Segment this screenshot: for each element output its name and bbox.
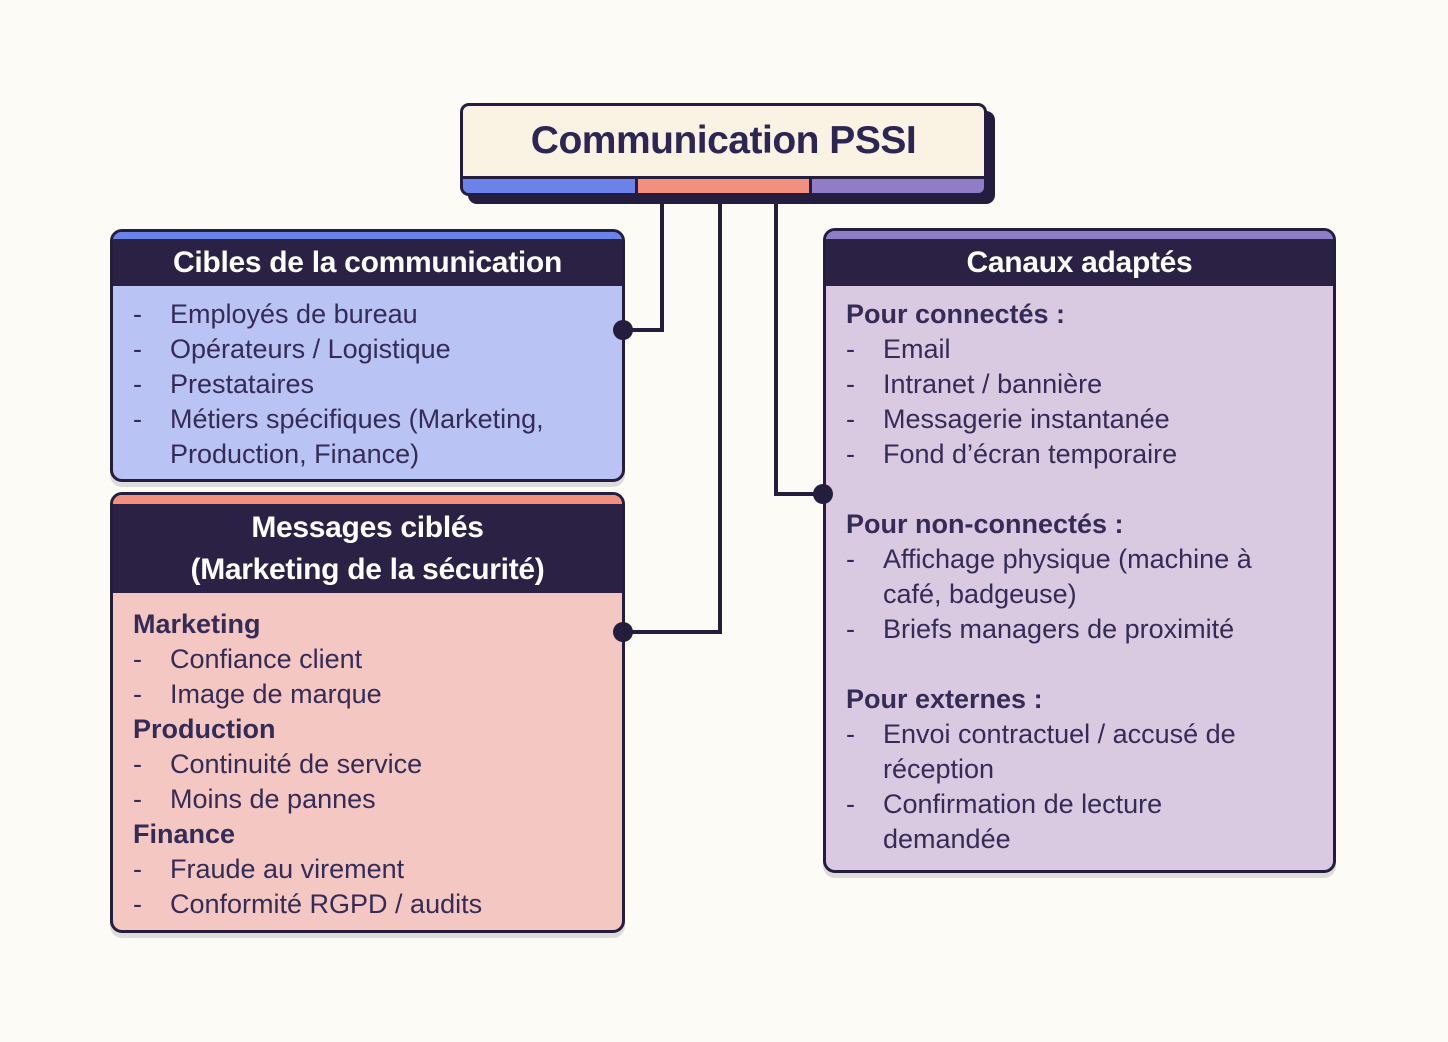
card-messages: Messages ciblés (Marketing de la sécurit…: [110, 492, 625, 933]
dash-bullet: -: [133, 854, 142, 884]
list-subheading: Finance: [133, 819, 236, 849]
connector-line-cibles-vertical: [660, 196, 664, 332]
dash-bullet: -: [133, 644, 142, 674]
card-canaux-body: Pour connectés :-Email-Intranet / banniè…: [826, 286, 1333, 870]
connector-line-cibles-horizontal: [622, 328, 664, 332]
strip-segment-blue: [463, 179, 635, 193]
diagram-title: Communication PSSI: [530, 119, 917, 162]
list-item: -Intranet / bannière: [846, 367, 1317, 402]
strip-segment-salmon: [637, 179, 810, 193]
list-item-text: Intranet / bannière: [883, 369, 1103, 399]
list-item: -Continuité de service: [133, 747, 606, 782]
list-item-text: Continuité de service: [170, 749, 423, 779]
list-item: -Envoi contractuel / accusé de réception: [846, 717, 1317, 787]
dash-bullet: -: [133, 334, 142, 364]
list-item-text: Email: [883, 334, 951, 364]
connector-line-canaux-vertical: [774, 196, 778, 496]
list-item-text: Messagerie instantanée: [883, 404, 1170, 434]
dash-bullet: -: [846, 614, 855, 644]
list-item: -Conformité RGPD / audits: [133, 887, 606, 922]
dash-bullet: -: [846, 789, 855, 819]
list-subheading: Production: [133, 714, 276, 744]
list-item-text: Fraude au virement: [170, 854, 405, 884]
dash-bullet: -: [133, 889, 142, 919]
list-subheading: Pour externes :: [846, 684, 1043, 714]
card-canaux-accent-strip: [826, 231, 1333, 239]
list-item-text: Confiance client: [170, 644, 363, 674]
list-item: -Fond d’écran temporaire: [846, 437, 1317, 472]
dash-bullet: -: [846, 369, 855, 399]
list-item: -Image de marque: [133, 677, 606, 712]
list-item: -Briefs managers de proximité: [846, 612, 1317, 647]
card-cibles-body: -Employés de bureau-Opérateurs / Logisti…: [113, 286, 622, 479]
dash-bullet: -: [133, 749, 142, 779]
list-subheading: Pour connectés :: [846, 299, 1066, 329]
list-item: -Email: [846, 332, 1317, 367]
card-canaux-header: Canaux adaptés: [826, 239, 1333, 286]
title-node: Communication PSSI: [460, 103, 987, 196]
connector-line-messages-vertical: [718, 196, 722, 634]
list-item-text: Conformité RGPD / audits: [170, 889, 483, 919]
list-item: -Employés de bureau: [133, 297, 606, 332]
card-messages-header: Messages ciblés (Marketing de la sécurit…: [113, 504, 622, 593]
list-item-text: Prestataires: [170, 369, 315, 399]
dash-bullet: -: [846, 544, 855, 574]
list-item-text: Affichage physique (machine à café, badg…: [883, 544, 1252, 609]
card-cibles: Cibles de la communication -Employés de …: [110, 229, 625, 482]
list-item-text: Métiers spécifiques (Marketing, Producti…: [170, 404, 544, 469]
dash-bullet: -: [133, 404, 142, 434]
card-messages-accent-strip: [113, 495, 622, 504]
list-item: -Messagerie instantanée: [846, 402, 1317, 437]
dash-bullet: -: [133, 679, 142, 709]
dash-bullet: -: [846, 439, 855, 469]
card-canaux: Canaux adaptés Pour connectés :-Email-In…: [823, 228, 1336, 873]
list-subheading: Pour non-connectés :: [846, 509, 1124, 539]
list-item-text: Image de marque: [170, 679, 382, 709]
list-item-text: Confirmation de lecture demandée: [883, 789, 1163, 854]
connector-dot-messages: [613, 622, 633, 642]
connector-line-messages-horizontal: [622, 630, 722, 634]
dash-bullet: -: [846, 404, 855, 434]
dash-bullet: -: [846, 334, 855, 364]
list-subheading: Marketing: [133, 609, 261, 639]
connector-dot-cibles: [613, 320, 633, 340]
card-cibles-accent-strip: [113, 232, 622, 239]
dash-bullet: -: [846, 719, 855, 749]
list-item: -Affichage physique (machine à café, bad…: [846, 542, 1317, 612]
list-item-text: Moins de pannes: [170, 784, 376, 814]
list-item-text: Employés de bureau: [170, 299, 418, 329]
card-cibles-header: Cibles de la communication: [113, 239, 622, 286]
card-messages-body: Marketing-Confiance client-Image de marq…: [113, 593, 622, 930]
list-item-text: Opérateurs / Logistique: [170, 334, 451, 364]
list-item: -Confiance client: [133, 642, 606, 677]
dash-bullet: -: [133, 369, 142, 399]
list-item: -Métiers spécifiques (Marketing, Product…: [133, 402, 606, 472]
list-item: -Fraude au virement: [133, 852, 606, 887]
list-item-text: Fond d’écran temporaire: [883, 439, 1178, 469]
list-spacer: [846, 647, 1317, 682]
dash-bullet: -: [133, 784, 142, 814]
list-item: -Prestataires: [133, 367, 606, 402]
list-item: -Moins de pannes: [133, 782, 606, 817]
connector-dot-canaux: [813, 484, 833, 504]
list-item-text: Briefs managers de proximité: [883, 614, 1235, 644]
strip-segment-purple: [812, 179, 984, 193]
list-item: -Opérateurs / Logistique: [133, 332, 606, 367]
list-item: -Confirmation de lecture demandée: [846, 787, 1317, 857]
list-spacer: [846, 472, 1317, 507]
title-color-strip: [463, 176, 984, 193]
list-item-text: Envoi contractuel / accusé de réception: [883, 719, 1236, 784]
connector-line-canaux-horizontal: [774, 492, 824, 496]
dash-bullet: -: [133, 299, 142, 329]
